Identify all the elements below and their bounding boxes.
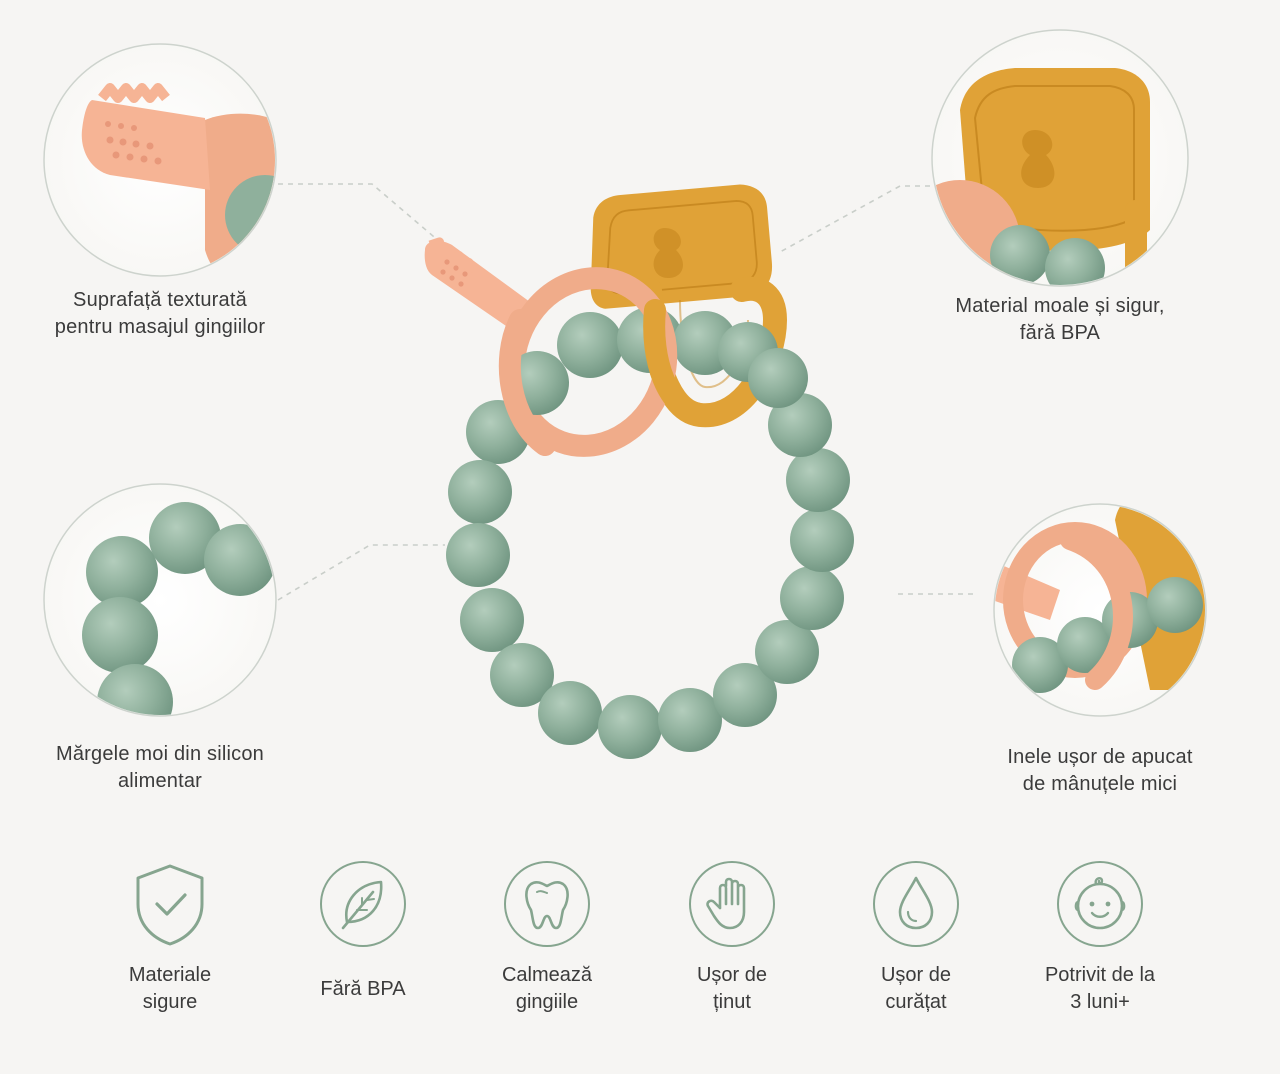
hand-icon [689, 861, 775, 947]
feature-age-label: Potrivit de la 3 luni+ [1015, 962, 1185, 1016]
feature-safe-materials-label: Materiale sigure [85, 962, 255, 1016]
feature-bpa-free-line1: Fără BPA [320, 978, 406, 1000]
caption-soft-line2: fără BPA [1019, 322, 1101, 344]
detail-circle-soft [931, 29, 1189, 287]
connector-beads [277, 544, 445, 601]
caption-rings-line2: de mânuțele mici [1022, 773, 1178, 795]
feature-soothes-gums-label: Calmează gingiile [462, 962, 632, 1016]
feature-bpa-free: Fără BPA [278, 858, 448, 1003]
caption-rings: Inele ușor de apucat de mânuțele mici [960, 744, 1240, 798]
feature-easy-clean: Ușor de curățat [831, 858, 1001, 1016]
feature-easy-clean-label: Ușor de curățat [831, 962, 1001, 1016]
main-teether [424, 184, 854, 759]
caption-beads-line2: alimentar [117, 770, 203, 792]
caption-beads: Mărgele moi din silicon alimentar [20, 741, 300, 795]
caption-textured-line2: pentru masajul gingiilor [54, 316, 266, 338]
connector-textured [278, 183, 441, 243]
shield-check-icon [136, 864, 204, 946]
baby-face-icon [1057, 861, 1143, 947]
feature-safe-materials-line2: sigure [142, 991, 198, 1013]
feature-age: Potrivit de la 3 luni+ [1015, 858, 1185, 1016]
caption-soft-line1: Material moale și sigur, [955, 295, 1165, 317]
feature-easy-hold: Ușor de ținut [647, 858, 817, 1016]
feature-easy-clean-line2: curățat [885, 991, 947, 1013]
connector-soft [779, 185, 930, 253]
caption-soft: Material moale și sigur, fără BPA [920, 293, 1200, 347]
detail-circle-beads [43, 483, 277, 717]
caption-textured: Suprafață texturată pentru masajul gingi… [20, 287, 300, 341]
feature-safe-materials-line1: Materiale [128, 964, 212, 986]
leaf-icon [320, 861, 406, 947]
feature-easy-clean-line1: Ușor de [880, 964, 952, 986]
feature-soothes-gums-line1: Calmează [501, 964, 593, 986]
bead-ring [446, 348, 854, 759]
detail-circle-textured [43, 43, 277, 277]
peach-key [424, 237, 530, 330]
feature-soothes-gums-line2: gingiile [515, 991, 579, 1013]
water-drop-icon [873, 861, 959, 947]
detail-circle-rings [993, 503, 1207, 717]
connector-lines [277, 183, 978, 601]
feature-age-line2: 3 luni+ [1070, 991, 1130, 1013]
feature-easy-hold-label: Ușor de ținut [647, 962, 817, 1016]
feature-easy-hold-line2: ținut [713, 991, 751, 1013]
feature-age-line1: Potrivit de la [1044, 964, 1156, 986]
caption-rings-line1: Inele ușor de apucat [1007, 746, 1193, 768]
feature-soothes-gums: Calmează gingiile [462, 858, 632, 1016]
caption-textured-line1: Suprafață texturată [73, 289, 247, 311]
feature-safe-materials: Materiale sigure [85, 858, 255, 1016]
tooth-icon [504, 861, 590, 947]
feature-easy-hold-line1: Ușor de [696, 964, 768, 986]
feature-bpa-free-label: Fără BPA [278, 976, 448, 1003]
caption-beads-line1: Mărgele moi din silicon [55, 743, 265, 765]
